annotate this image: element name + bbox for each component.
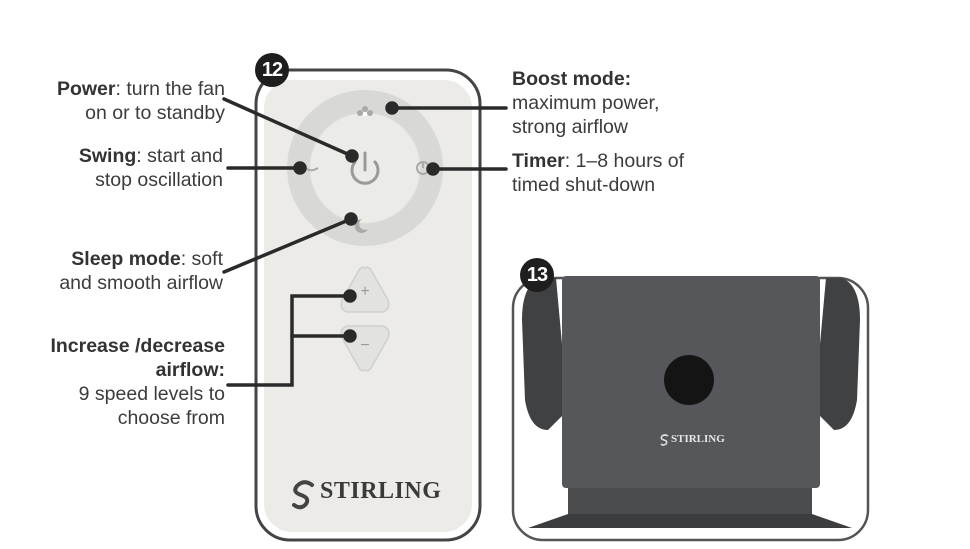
airflow-label: Increase /decrease airflow: 9 speed leve… xyxy=(50,335,225,429)
power-icon xyxy=(350,151,380,185)
power-callout-dot xyxy=(345,149,359,163)
figure-12-badge: 12 xyxy=(255,53,289,87)
base-body-right-arm xyxy=(814,278,860,430)
airflow-callout xyxy=(226,294,352,387)
base-sensor xyxy=(664,355,714,405)
remote-brand-text: STIRLING xyxy=(320,478,442,504)
swing-title: Swing xyxy=(78,145,137,167)
sleep-icon xyxy=(354,218,368,233)
sleep-callout xyxy=(222,217,353,274)
minus-button-label: − xyxy=(360,337,370,354)
plus-button-label: + xyxy=(360,283,370,300)
power-title: Power xyxy=(56,78,116,100)
swing-label: Swing: start and stop oscillation xyxy=(78,145,223,191)
boost-label: Boost mode: maximum power, strong airflo… xyxy=(512,68,660,138)
boost-icon xyxy=(357,106,373,116)
timer-label: Timer: 1–8 hours of timed shut-down xyxy=(512,150,684,196)
timer-title: Timer xyxy=(512,150,565,172)
boost-title: Boost mode xyxy=(512,68,625,90)
base-body-left-arm xyxy=(522,278,568,430)
sleep-label: Sleep mode: soft and smooth airflow xyxy=(59,248,223,294)
base-plate xyxy=(528,514,852,528)
airflow-title-line1: Increase /decrease xyxy=(50,335,225,357)
callout-lines xyxy=(222,97,508,387)
power-callout xyxy=(222,97,354,158)
airflow-title-line2: airflow xyxy=(155,359,219,381)
sleep-title: Sleep mode xyxy=(71,248,181,270)
figure-13-badge: 13 xyxy=(520,258,554,292)
base-foot xyxy=(568,488,812,514)
base-brand-text: STIRLING xyxy=(671,433,725,445)
power-label: Power: turn the fan on or to standby xyxy=(56,78,225,124)
